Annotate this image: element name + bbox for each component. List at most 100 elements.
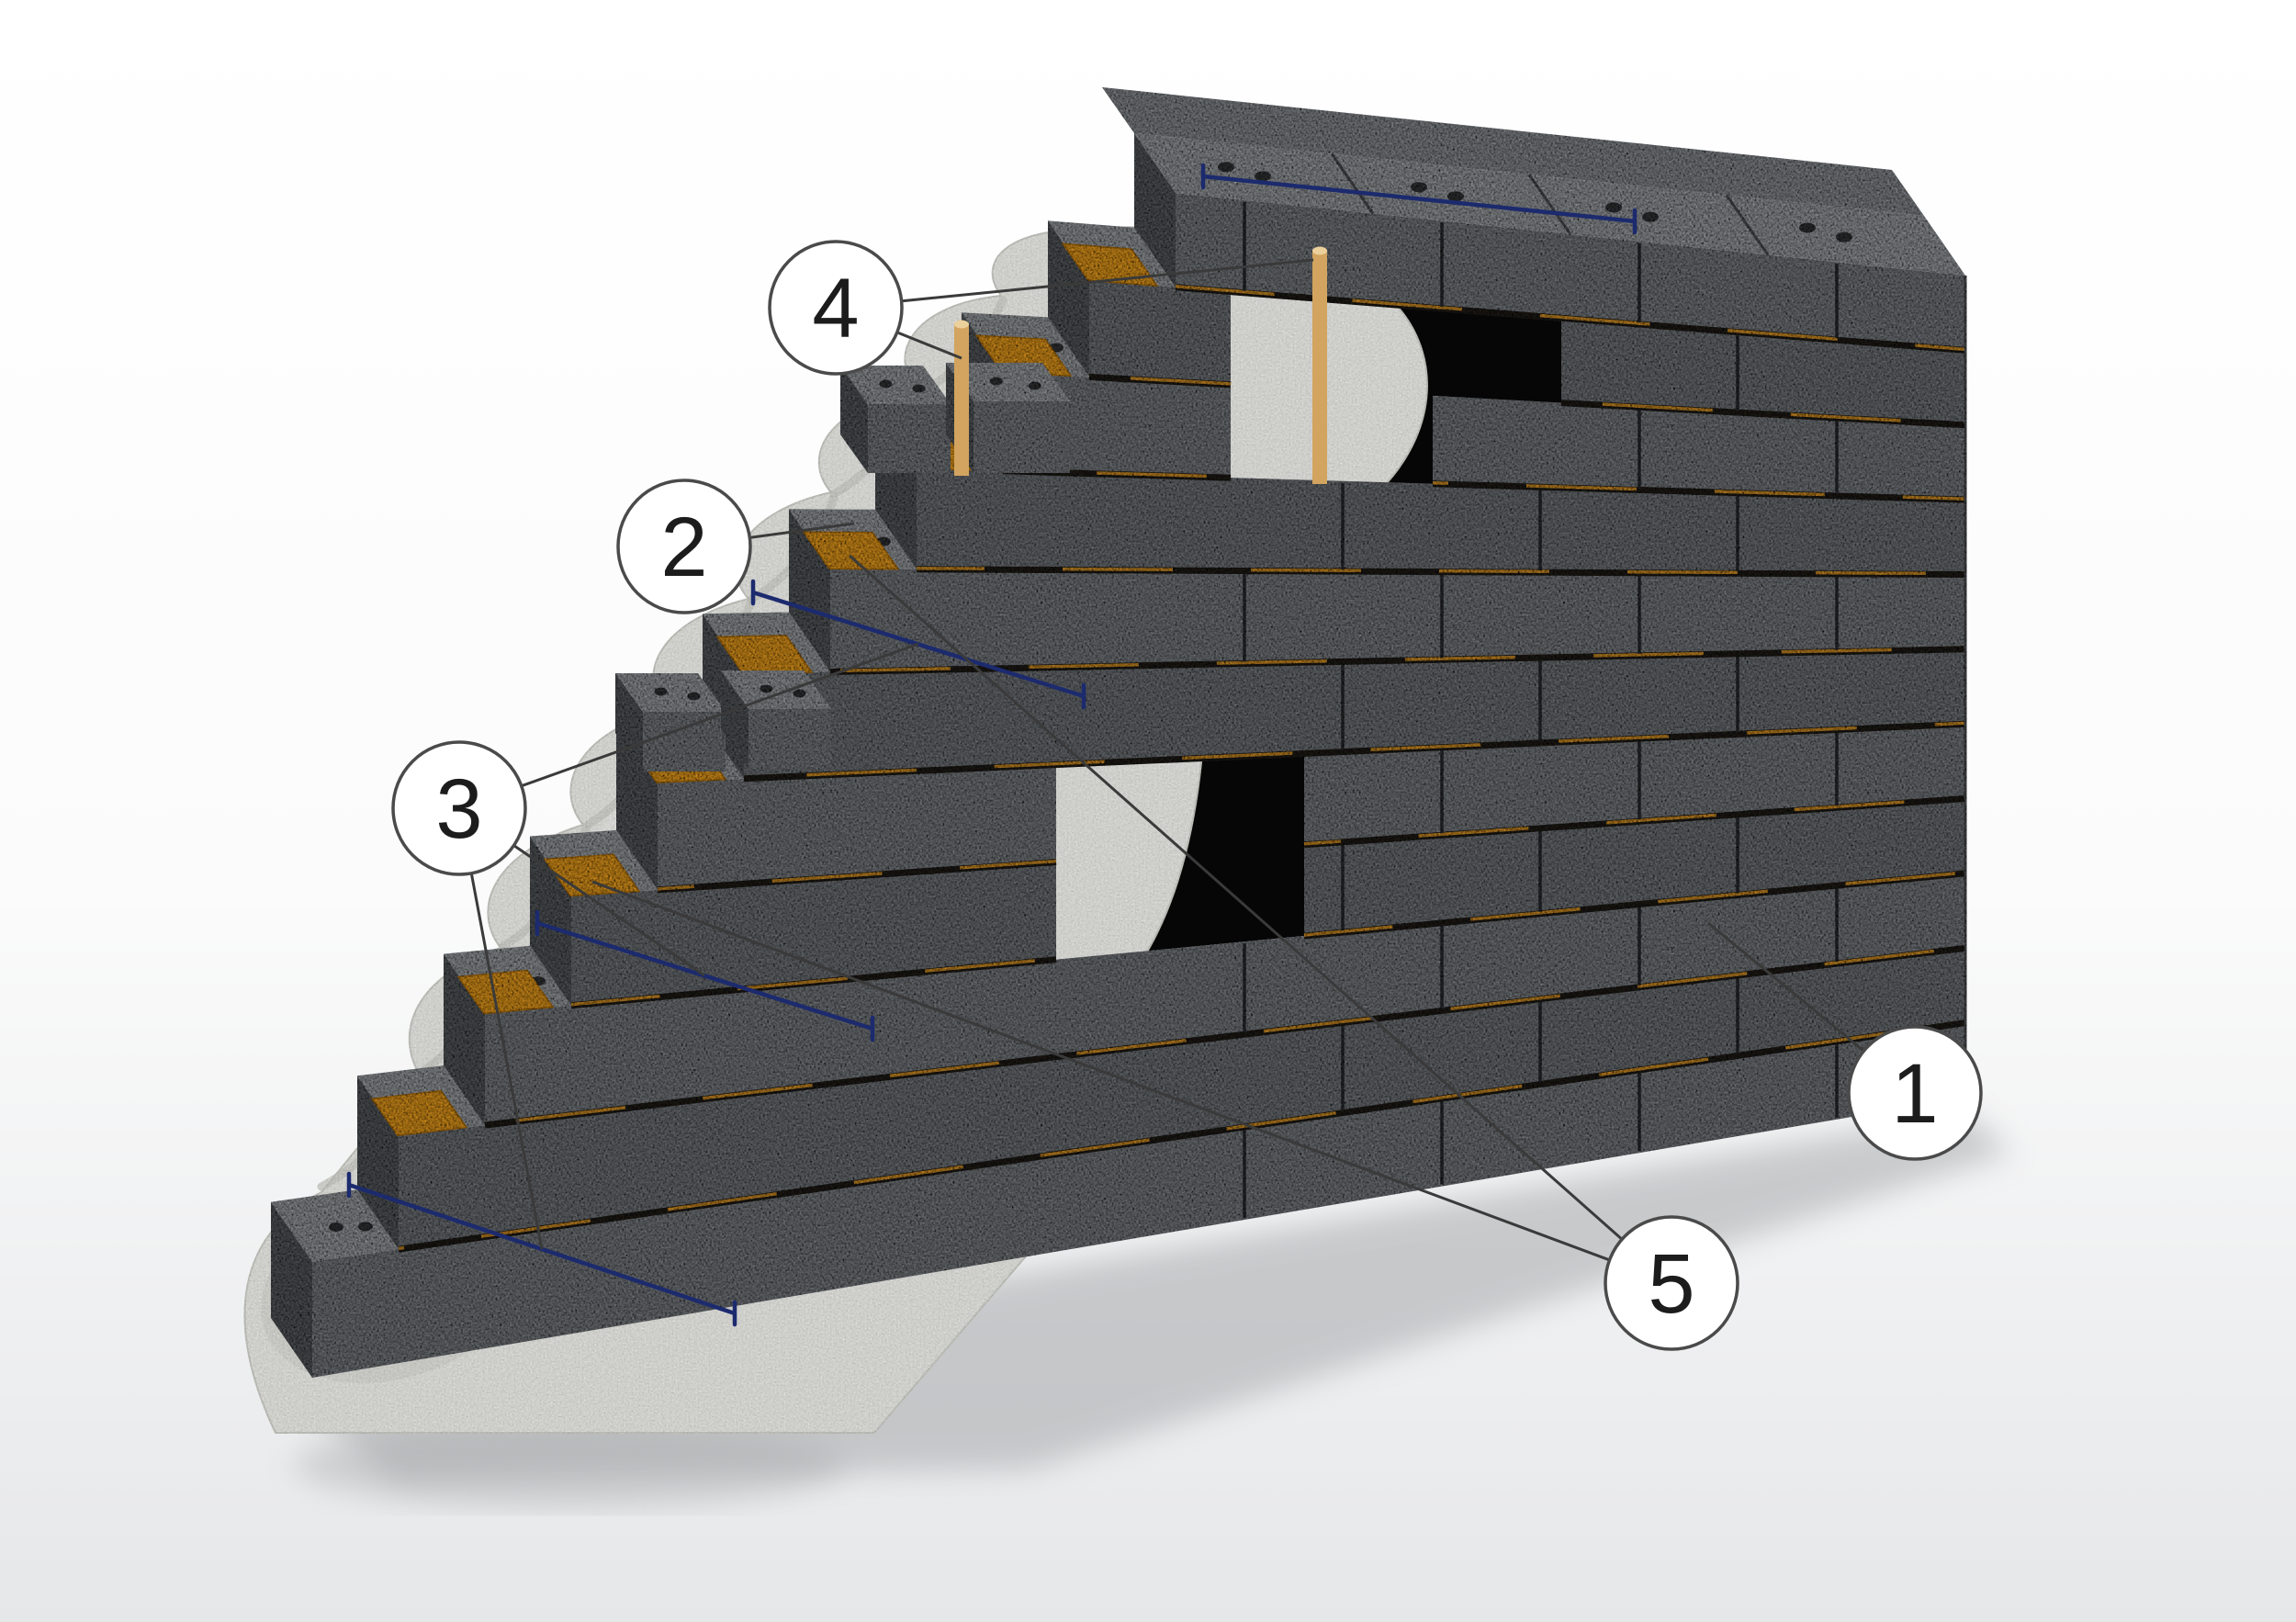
course-end-face [616, 723, 658, 890]
block-hole [879, 379, 893, 389]
callout-1-number: 1 [1891, 1047, 1938, 1141]
course-end-face [1134, 133, 1176, 287]
leader-line-5b [591, 880, 1672, 1285]
course-face [1089, 280, 1231, 385]
callout-4-number: 4 [812, 262, 859, 355]
wire-top [1200, 163, 1638, 235]
callout-5-circle [1604, 1215, 1739, 1351]
mortar-pad [802, 531, 900, 570]
callout-3-circle [391, 740, 527, 876]
course-face [1304, 724, 1965, 845]
joint-pad-strip [916, 567, 1966, 576]
callout-1-circle [1847, 1025, 1983, 1161]
dowels [954, 246, 1327, 484]
course-end-face [1048, 220, 1089, 377]
course-face [744, 648, 1965, 779]
callout-2-circle [616, 479, 752, 614]
reinforcement-wires [346, 163, 1638, 1327]
course-end-face [271, 1201, 312, 1378]
leader-line-3c [457, 807, 544, 1250]
joint-pad-strip [1088, 374, 1232, 386]
course-end-face [789, 509, 830, 672]
callout-4: 4 [768, 240, 904, 376]
wire-middle [535, 909, 875, 1042]
loose-block-side [721, 670, 748, 769]
course-face [658, 764, 1056, 890]
callout-2-number: 2 [660, 501, 707, 594]
block-course [271, 1022, 1965, 1378]
block-course [357, 948, 1966, 1253]
mortar-pad [370, 1089, 468, 1137]
joint-pad-strip [1002, 468, 1232, 479]
course-end-face [357, 1076, 399, 1250]
dowel-right [1312, 250, 1327, 484]
block-hole [793, 689, 806, 698]
block-hole [1605, 202, 1622, 213]
block-hole [760, 684, 773, 693]
loose-block-top [946, 363, 1070, 401]
dowel-left-cap [954, 320, 969, 329]
loose-block-face [643, 712, 726, 772]
block-hole [1447, 191, 1464, 202]
block-hole [912, 384, 926, 393]
joint-pad-strip [398, 1019, 1966, 1250]
joint-pad-strip [1175, 285, 1966, 352]
callout-1: 1 [1847, 1025, 1983, 1161]
dowel-right-cap [1312, 246, 1327, 255]
block-hole [1836, 231, 1852, 242]
loose-block-face [748, 709, 831, 769]
loose-block-top [840, 366, 951, 404]
course-face [312, 1022, 1965, 1378]
mortar-pad [1061, 242, 1159, 287]
block-hole [654, 687, 668, 696]
mortar-joint [829, 646, 1966, 675]
loose-blocks [615, 363, 1070, 772]
block-hole [1218, 162, 1234, 173]
block-hole [1028, 381, 1041, 390]
callout-3-number: 3 [435, 762, 482, 856]
course-face [1176, 193, 1965, 351]
dowel-left [954, 323, 969, 476]
callout-5-number: 5 [1648, 1237, 1694, 1331]
block-hole [1799, 222, 1816, 233]
course-face [399, 948, 1965, 1250]
top-vertical-joint [1725, 194, 1770, 256]
block-hole [1642, 211, 1659, 222]
block-hole [1411, 182, 1427, 193]
block-hole [1255, 171, 1271, 182]
loose-block-side [615, 673, 643, 772]
block-course [1134, 133, 1966, 354]
joint-pad-strip [743, 721, 1966, 780]
top-vertical-joint [1527, 174, 1572, 235]
block-hole [358, 1222, 373, 1232]
top-vertical-joint [1330, 152, 1375, 215]
loose-block-side [840, 366, 868, 473]
course-face [485, 873, 1965, 1126]
joint-pad-strip [570, 956, 1057, 1007]
block-hole [687, 692, 701, 701]
wall-top-back-row [1102, 87, 1924, 216]
loose-block-face [868, 404, 951, 473]
leader-line-5a [849, 554, 1672, 1285]
callout-5: 5 [1604, 1215, 1739, 1351]
course-face [1433, 395, 1965, 501]
loose-block-face [974, 401, 1070, 473]
foreground-shadow [294, 1423, 845, 1507]
block-course [444, 873, 1966, 1129]
course-face [1304, 798, 1965, 937]
block-hole [329, 1222, 343, 1232]
leader-line-4b [835, 258, 1314, 310]
leader-line-3a [458, 642, 919, 810]
callout-3: 3 [391, 740, 527, 876]
joint-pad-strip [484, 945, 1966, 1126]
mortar-pad [456, 969, 555, 1015]
callout-2: 2 [616, 479, 752, 614]
joint-pad-strip [657, 859, 1057, 891]
loose-block-top [721, 670, 831, 709]
joint-pad-strip [1303, 795, 1966, 846]
callout-4-circle [768, 240, 904, 376]
mortar-joint [1432, 480, 1966, 503]
joint-pad-strip [1560, 400, 1966, 426]
